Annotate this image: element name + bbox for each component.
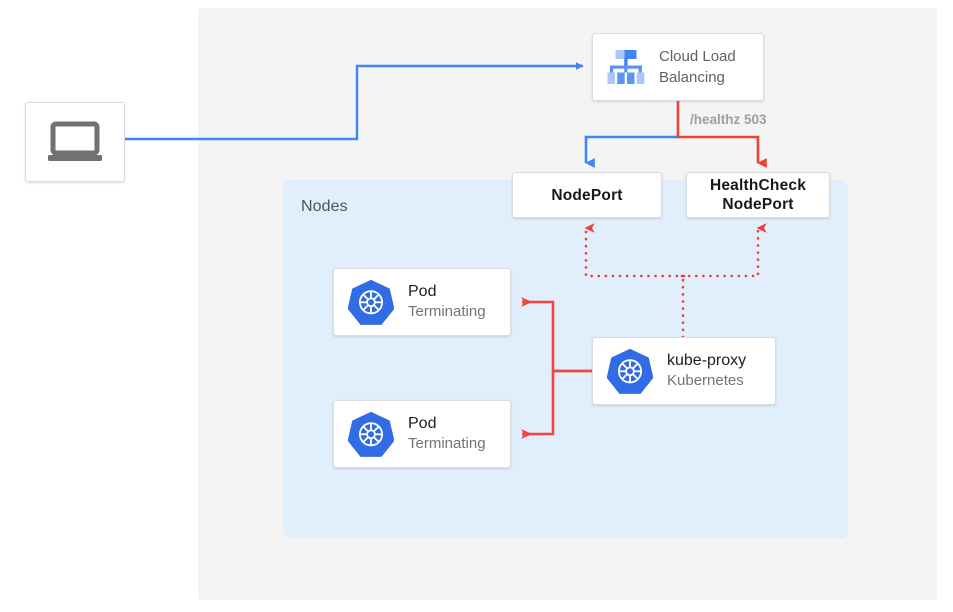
pod-1-status: Terminating xyxy=(408,303,486,320)
healthcheck-nodeport-node[interactable]: HealthCheck NodePort xyxy=(686,172,830,218)
kube-proxy-title: kube-proxy xyxy=(667,352,747,369)
nodes-panel-label: Nodes xyxy=(301,198,348,215)
kube-proxy-subtitle: Kubernetes xyxy=(667,372,744,389)
cloud-load-balancing-label: Cloud Load Balancing xyxy=(659,46,736,88)
pod-2-status: Terminating xyxy=(408,435,486,452)
healthcheck-label-line2: NodePort xyxy=(722,196,794,213)
client-node[interactable] xyxy=(25,102,125,182)
cloud-load-balancing-node[interactable]: Cloud Load Balancing xyxy=(592,33,764,101)
kubernetes-icon xyxy=(347,411,395,457)
pod-2-title: Pod xyxy=(408,415,437,432)
healthcheck-label-line1: HealthCheck xyxy=(709,177,807,194)
pod-1-text: Pod Terminating xyxy=(408,282,486,322)
healthcheck-nodeport-label: HealthCheck NodePort xyxy=(710,176,806,214)
kubernetes-icon xyxy=(347,279,395,325)
clb-label-line2: Balancing xyxy=(659,69,725,86)
kube-proxy-text: kube-proxy Kubernetes xyxy=(667,351,746,391)
laptop-icon xyxy=(46,120,104,164)
pod-1-title: Pod xyxy=(408,283,437,300)
healthz-annotation: /healthz 503 xyxy=(690,112,767,127)
clb-label-line1: Cloud Load xyxy=(659,48,736,65)
pod-node-2[interactable]: Pod Terminating xyxy=(333,400,511,468)
pod-node-1[interactable]: Pod Terminating xyxy=(333,268,511,336)
pod-2-text: Pod Terminating xyxy=(408,414,486,454)
kubernetes-icon xyxy=(606,348,654,394)
nodeport-node[interactable]: NodePort xyxy=(512,172,662,218)
nodeport-label: NodePort xyxy=(551,186,623,204)
cloud-load-balancing-icon xyxy=(605,49,647,85)
kube-proxy-node[interactable]: kube-proxy Kubernetes xyxy=(592,337,776,405)
